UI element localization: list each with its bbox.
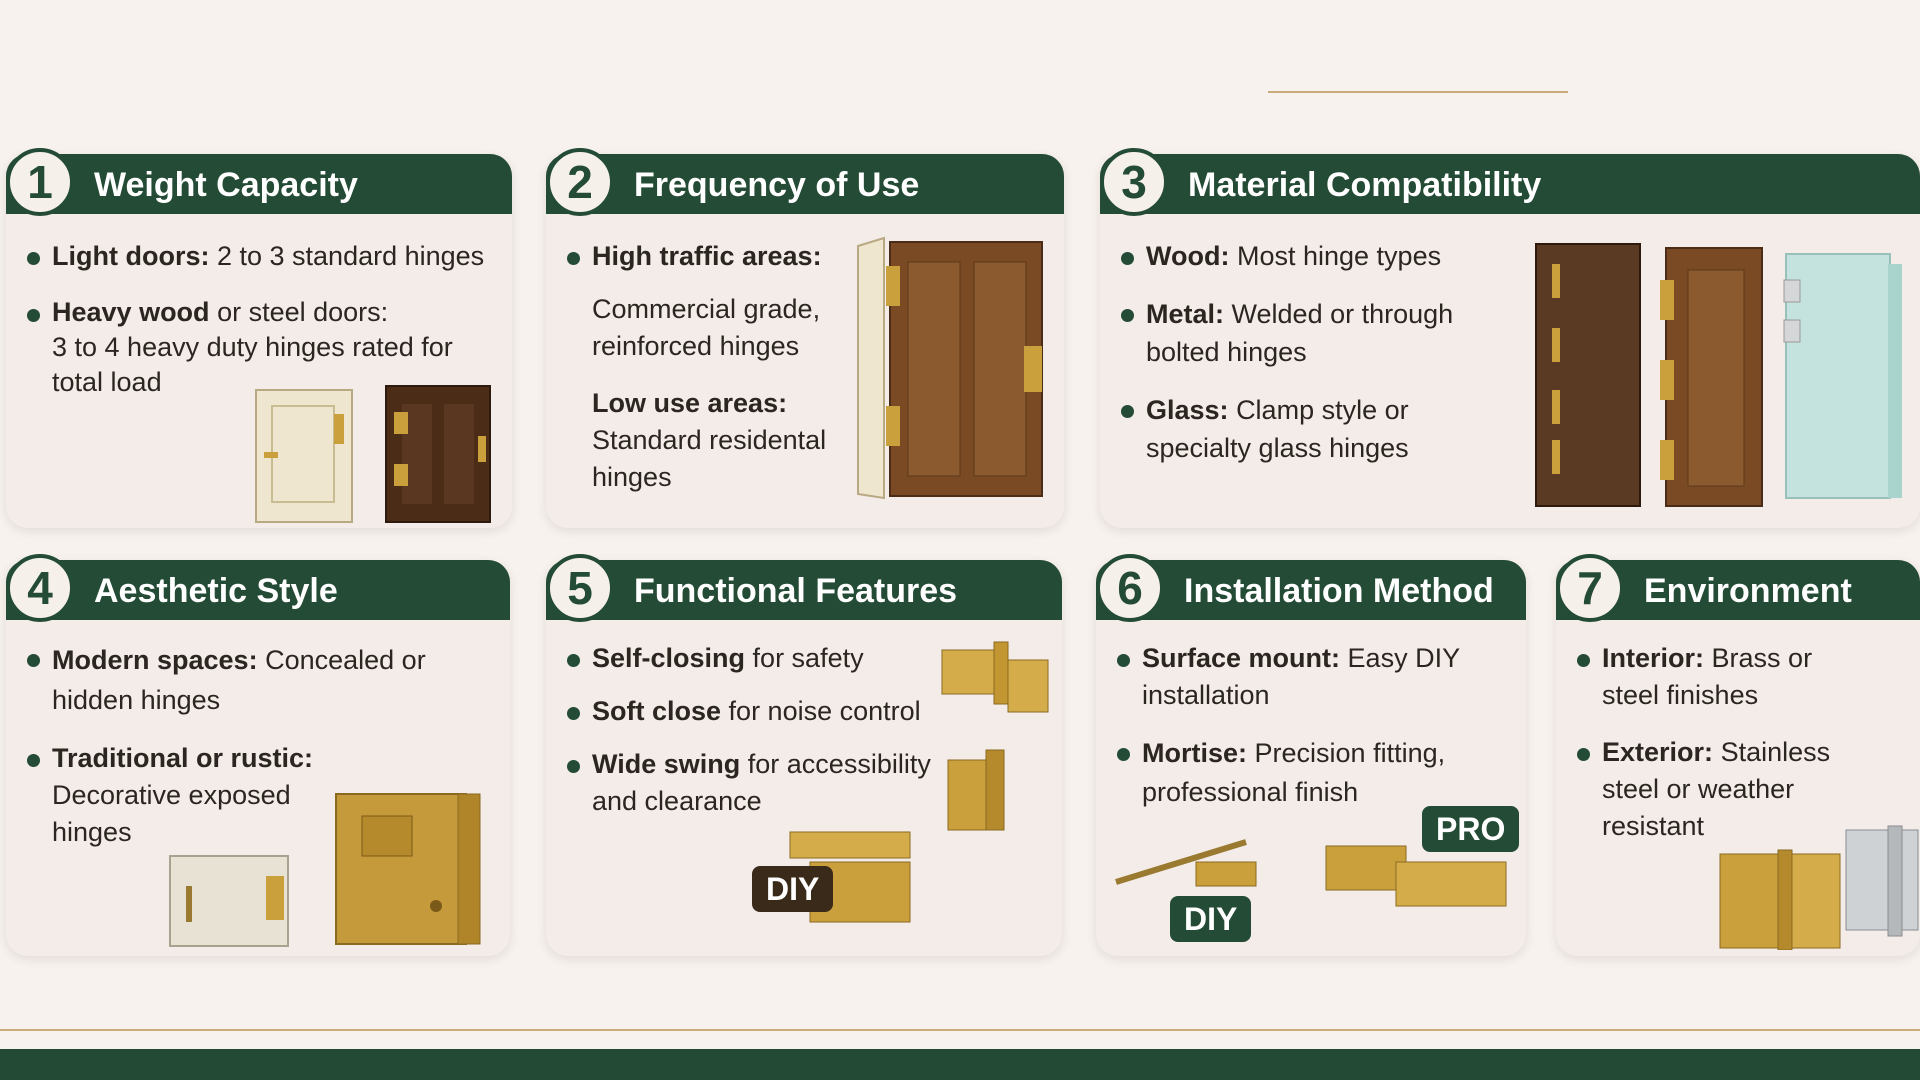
card-material-compatibility: 3 Material Compatibility Wood: Most hing…	[1100, 148, 1920, 528]
card-header	[546, 154, 1064, 214]
list-item: Modern spaces: Concealed or hidden hinge…	[6, 640, 456, 720]
card-functional-features: 5 Functional Features Self-closing for s…	[546, 554, 1062, 956]
list-item: Wide swing for accessibility and clearan…	[546, 746, 946, 820]
card-title: Frequency of Use	[634, 166, 920, 204]
card-header	[6, 560, 510, 620]
list-item: Low use areas:Standard residental hinges	[592, 388, 827, 492]
door-illustration	[255, 385, 491, 523]
hinge-illustration	[941, 641, 1049, 831]
bullet-list: High traffic areas:Commercial grade, rei…	[546, 238, 856, 516]
number-badge: 4	[6, 554, 74, 622]
hinge-illustration	[1719, 825, 1919, 950]
bullet-list: Modern spaces: Concealed or hidden hinge…	[6, 640, 456, 871]
diy-tag: DIY	[752, 866, 834, 912]
card-header	[6, 154, 512, 214]
number-badge: 7	[1556, 554, 1624, 622]
list-item: Mortise: Precision fitting, professional…	[1096, 734, 1496, 812]
list-item: Exterior: Stainless steel or weather res…	[1556, 734, 1866, 845]
tools-illustration	[1115, 839, 1507, 907]
card-environment: 7 Environment Interior: Brass or steel f…	[1556, 554, 1920, 956]
card-title: Weight Capacity	[94, 166, 358, 204]
list-item: Interior: Brass or steel finishes	[1556, 640, 1866, 714]
footer-accent-rule	[0, 1029, 1920, 1031]
number-badge: 1	[6, 148, 74, 216]
card-header	[1100, 154, 1920, 214]
card-header	[1096, 560, 1526, 620]
card-installation-method: 6 Installation Method Surface mount: Eas…	[1096, 554, 1526, 956]
diy-tag: DIY	[1170, 896, 1252, 942]
bullet-list: Interior: Brass or steel finishes Exteri…	[1556, 640, 1866, 865]
list-item: High traffic areas:Commercial grade, rei…	[546, 238, 856, 365]
number-badge: 5	[546, 554, 614, 622]
card-frequency-of-use: 2 Frequency of Use High traffic areas:Co…	[546, 148, 1064, 528]
list-item: Traditional or rustic:Decorative exposed…	[6, 740, 456, 851]
hinge-illustration	[169, 793, 481, 947]
bullet-list: Surface mount: Easy DIY installation Mor…	[1096, 640, 1496, 832]
list-item: Wood: Most hinge types	[1100, 238, 1500, 275]
number-badge: 2	[546, 148, 614, 216]
card-title: Environment	[1644, 572, 1852, 610]
header-accent-rule	[1268, 91, 1568, 93]
footer-band	[0, 1049, 1920, 1080]
list-item: Self-closing for safety	[546, 640, 946, 677]
door-illustration	[857, 236, 1043, 500]
number-badge: 3	[1100, 148, 1168, 216]
card-title: Installation Method	[1184, 572, 1494, 610]
list-item: Glass: Clamp style or specialty glass hi…	[1100, 391, 1500, 467]
card-title: Material Compatibility	[1188, 166, 1542, 204]
list-item: Light doors: 2 to 3 standard hinges	[6, 238, 506, 275]
list-item: Heavy wood or steel doors:3 to 4 heavy d…	[6, 295, 506, 400]
card-weight-capacity: 1 Weight Capacity Light doors: 2 to 3 st…	[6, 148, 512, 528]
card-header	[546, 560, 1062, 620]
pro-tag: PRO	[1422, 806, 1520, 852]
bullet-list: Light doors: 2 to 3 standard hinges Heav…	[6, 238, 506, 420]
card-title: Functional Features	[634, 572, 958, 610]
list-item: Surface mount: Easy DIY installation	[1096, 640, 1496, 714]
number-badge: 6	[1096, 554, 1164, 622]
list-item: Metal: Welded or through bolted hinges	[1100, 295, 1500, 371]
list-item: Soft close for noise control	[546, 693, 946, 730]
door-illustration	[1535, 243, 1902, 507]
card-aesthetic-style: 4 Aesthetic Style Modern spaces: Conceal…	[6, 554, 510, 956]
bullet-list: Wood: Most hinge types Metal: Welded or …	[1100, 238, 1500, 487]
bullet-list: Self-closing for safety Soft close for n…	[546, 640, 946, 840]
card-title: Aesthetic Style	[94, 572, 338, 610]
